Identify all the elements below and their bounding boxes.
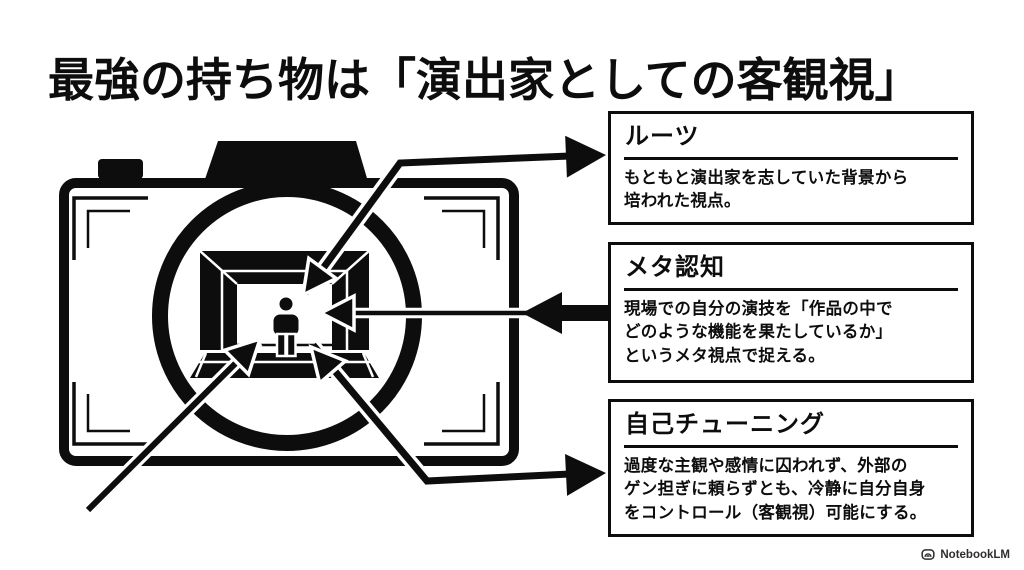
shutter-button xyxy=(98,159,143,179)
card-divider xyxy=(624,157,958,160)
card-divider xyxy=(624,288,958,291)
notebooklm-icon xyxy=(921,549,935,560)
card-body: 過度な主観や感情に囚われず、外部の ゲン担ぎに頼らずとも、冷静に自分自身 をコン… xyxy=(624,457,927,522)
card-heading: ルーツ xyxy=(625,123,700,150)
person-icon xyxy=(270,294,302,358)
viewfinder-hump xyxy=(203,141,369,185)
callout-card-roots: ルーツ もともと演出家を志していた背景から 培われた視点。 xyxy=(608,111,974,225)
arrow-meta-cognition xyxy=(319,292,613,334)
card-body: もともと演出家を志していた背景から 培われた視点。 xyxy=(624,169,909,211)
card-heading: メタ認知 xyxy=(625,254,725,281)
card-divider xyxy=(624,445,958,448)
notebooklm-attribution: NotebookLM xyxy=(921,548,1010,561)
card-heading: 自己チューニング xyxy=(625,411,825,438)
notebooklm-label: NotebookLM xyxy=(940,548,1010,561)
callout-card-self-tuning: 自己チューニング 過度な主観や感情に囚われず、外部の ゲン担ぎに頼らずとも、冷静… xyxy=(608,399,974,537)
arrow-roots xyxy=(287,134,607,307)
arrow-self-tuning xyxy=(296,334,608,496)
arrow-diagonal xyxy=(83,325,274,515)
callout-card-meta-cognition: メタ認知 現場での自分の演技を「作品の中で どのような機能を果たしているか」 と… xyxy=(608,242,974,383)
card-body: 現場での自分の演技を「作品の中で どのような機能を果たしているか」 というメタ視… xyxy=(624,300,893,365)
page-title: 最強の持ち物は「演出家としての客観視」 xyxy=(48,53,921,106)
